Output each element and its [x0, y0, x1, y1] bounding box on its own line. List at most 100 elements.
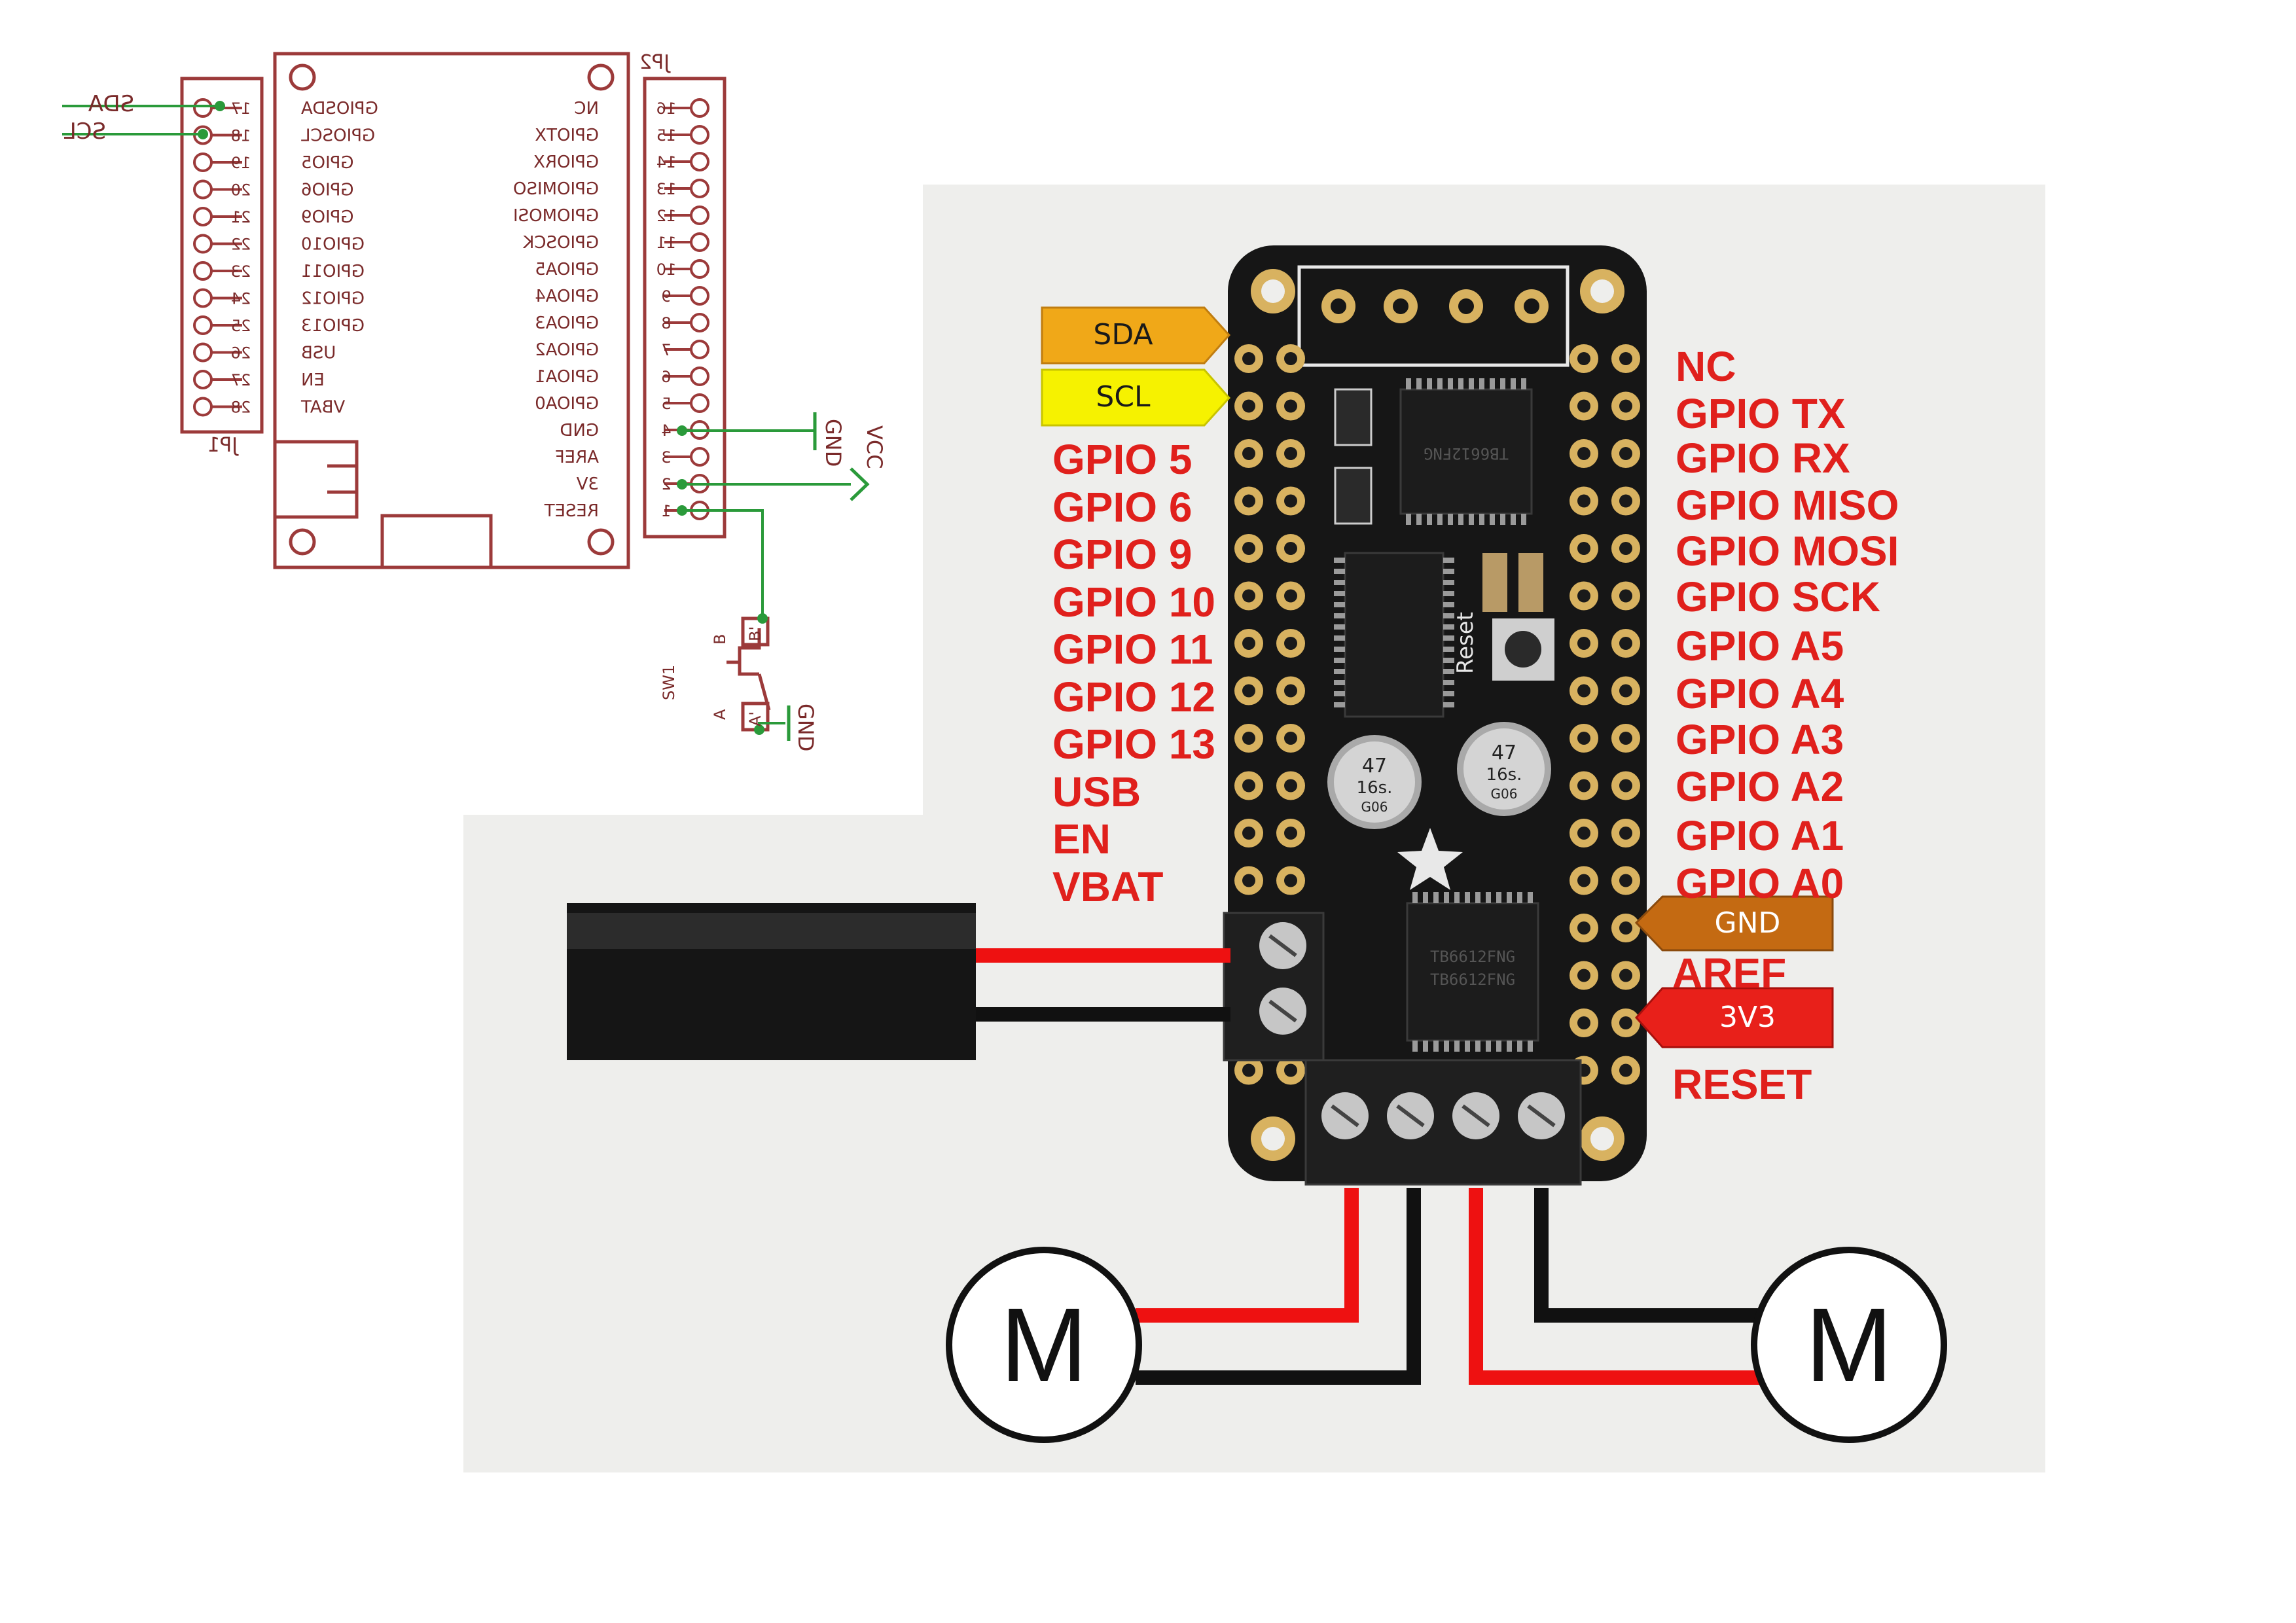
v33-flag-label: 3V3: [1719, 1001, 1776, 1034]
header-pin-number: 7: [661, 341, 671, 359]
header-hole-center: [1577, 542, 1590, 555]
header-hole-center: [1619, 732, 1632, 745]
left-pin-label: GPIO 9: [1052, 531, 1193, 578]
switch-pin-b-box: [741, 616, 770, 647]
schematic-texts: SDA SCL JP1 JP2 GND VCC GND SW1 B A B' A…: [64, 51, 887, 751]
schematic-pin-name: GPIO13: [301, 316, 365, 336]
jp1-name: JP1: [207, 434, 239, 457]
right-pin-label: GPIO A1: [1676, 812, 1844, 859]
header-hole-center: [1577, 447, 1590, 460]
left-pin-label: EN: [1052, 815, 1111, 863]
scl-flag: [1041, 368, 1231, 427]
capacitor-value: 47: [1492, 741, 1516, 764]
header-hole-center: [1577, 969, 1590, 982]
pad-hole: [1331, 298, 1346, 314]
header-pin-number: 5: [661, 395, 671, 413]
header-hole-center: [1619, 1063, 1632, 1077]
schematic-pin-name: GPIOA0: [535, 394, 599, 414]
chip-pin: [1517, 892, 1522, 903]
chip-pin: [1496, 892, 1501, 903]
header-hole-center: [1577, 779, 1590, 793]
chip-pin: [1443, 580, 1454, 585]
chip-pin: [1406, 378, 1411, 389]
feather-board: TB6612FNG TB6612FNG TB6612FNG Reset 47 1…: [1223, 245, 1647, 1186]
header-hole-center: [1284, 779, 1297, 793]
chip-pin: [1448, 514, 1453, 525]
chip-pins: [1334, 378, 1533, 1052]
chip-pin: [1443, 613, 1454, 618]
chip-pin: [1507, 892, 1512, 903]
mount-hole-bl: [289, 528, 316, 556]
mount-hole-center: [1590, 1127, 1614, 1150]
screw-slot: [1331, 1104, 1359, 1128]
pad-hole: [1393, 298, 1408, 314]
header-pin-number: 2: [661, 475, 671, 493]
chip-pin: [1528, 1041, 1533, 1052]
chip-pin: [1444, 1041, 1449, 1052]
scl-flag-label: SCL: [1096, 380, 1151, 414]
schematic-pin-name: GPIO5: [301, 153, 354, 173]
right-pin-label: NC: [1676, 343, 1736, 390]
header-hole-center: [1284, 732, 1297, 745]
chip-pin: [1334, 580, 1345, 585]
chip-pin: [1406, 514, 1411, 525]
header-hole-center: [1619, 399, 1632, 413]
reset-button-cap: [1505, 631, 1541, 668]
net-sda-label: SDA: [88, 91, 134, 117]
chip-pin: [1423, 892, 1428, 903]
motor-1: M: [946, 1247, 1142, 1443]
right-pin-label: GPIO A3: [1676, 716, 1844, 763]
header-pin-circle: [193, 261, 213, 281]
header-pin-number: 14: [656, 153, 677, 171]
chip-pin: [1458, 514, 1463, 525]
header-pin-number: 15: [656, 126, 677, 145]
header-pin-number: 10: [656, 260, 677, 279]
header-pin-number: 1: [661, 502, 671, 520]
motor2-red-wire: [1469, 1188, 1761, 1385]
header-hole-center: [1242, 684, 1255, 698]
schematic-pin-name: GPIOSCK: [522, 233, 599, 253]
header-pin-number: 21: [231, 208, 251, 226]
header-pin-circle: [690, 393, 709, 413]
junction-reset: [677, 505, 687, 516]
chip-pin: [1448, 378, 1453, 389]
right-pin-label: RESET: [1672, 1061, 1812, 1108]
chip-pin: [1465, 892, 1470, 903]
net-gnd-label: GND: [821, 419, 846, 467]
sda-flag: [1041, 306, 1231, 365]
switch-pin-b1: B': [746, 626, 764, 641]
left-pin-label: VBAT: [1052, 863, 1164, 910]
top-motor-pads: [1321, 289, 1549, 323]
schematic-pin-name: GPIO10: [301, 235, 365, 255]
header-hole-center: [1242, 352, 1255, 365]
capacitor-2: 47 16s. G06: [1457, 722, 1551, 816]
schematic-pin-name: GPIO12: [301, 289, 365, 309]
motor-2: M: [1751, 1247, 1947, 1443]
chip-pin: [1458, 378, 1463, 389]
header-pin-circle: [193, 370, 213, 389]
chip-pin: [1334, 647, 1345, 652]
motor-1-icon: [946, 1247, 1142, 1443]
chip-pin: [1465, 1041, 1470, 1052]
chip-pin: [1416, 378, 1422, 389]
jp2-header-outline: [643, 77, 726, 539]
header-hole-center: [1577, 352, 1590, 365]
right-pin-label: GPIO A0: [1676, 860, 1844, 907]
header-pin-circle: [193, 98, 213, 118]
junction-gnd: [677, 425, 687, 436]
schematic-nets: [62, 105, 851, 730]
chip-pin: [1334, 569, 1345, 574]
header-pin-number: 6: [661, 368, 671, 386]
screw-slot: [1527, 1104, 1556, 1128]
header-pin-circle: [193, 207, 213, 226]
header-pin-number: 23: [231, 262, 251, 281]
header-hole-center: [1242, 637, 1255, 650]
header-pin-circle: [690, 179, 709, 198]
header-hole-center: [1619, 447, 1632, 460]
chip-pin: [1443, 569, 1454, 574]
header-pin-number: 12: [656, 207, 677, 225]
left-pin-label: GPIO 5: [1052, 436, 1193, 483]
chip-pin: [1443, 602, 1454, 607]
mount-holes: [1251, 269, 1624, 1161]
